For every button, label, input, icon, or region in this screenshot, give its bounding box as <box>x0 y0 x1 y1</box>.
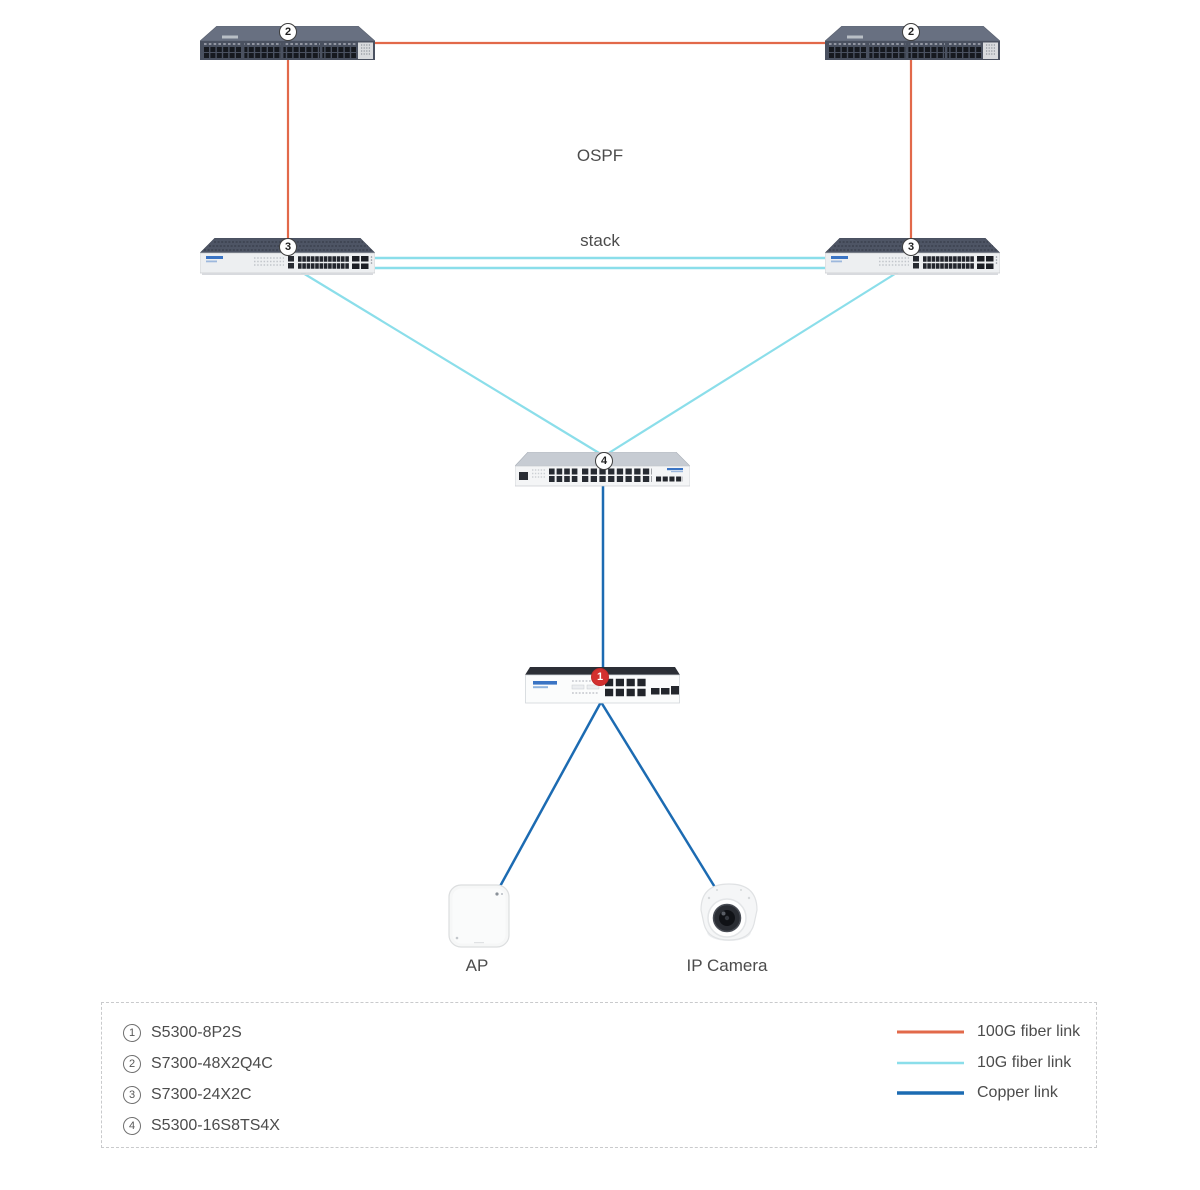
legend-link-list: 100G fiber link 10G fiber link Copper li… <box>897 1017 1080 1109</box>
device-badge-dist-left: 3 <box>279 238 297 256</box>
device-badge-dist-right: 3 <box>902 238 920 256</box>
legend-link-item-10g: 10G fiber link <box>897 1048 1080 1079</box>
access-point <box>448 884 510 953</box>
legend-device-item: 1 S5300-8P2S <box>123 1017 280 1048</box>
legend: 1 S5300-8P2S 2 S7300-48X2Q4C 3 S7300-24X… <box>101 1002 1097 1148</box>
link-copper-camera <box>599 701 718 890</box>
legend-device-number: 3 <box>123 1085 141 1104</box>
legend-device-item: 2 S7300-48X2Q4C <box>123 1048 280 1079</box>
legend-device-number: 1 <box>123 1023 141 1042</box>
chassis-shadow <box>827 273 998 275</box>
chassis-front <box>514 465 691 487</box>
device-badge-core-left: 2 <box>279 23 297 41</box>
chassis-front <box>525 674 680 704</box>
poe-switch-image <box>525 667 680 704</box>
camera-label: IP Camera <box>686 956 768 975</box>
stack-label: stack <box>580 231 620 250</box>
device-badge-poe: 1 <box>591 668 609 686</box>
legend-device-name: S7300-24X2C <box>151 1085 252 1103</box>
ospf-label: OSPF <box>576 146 624 165</box>
legend-device-name: S5300-8P2S <box>151 1023 242 1041</box>
legend-device-number: 4 <box>123 1116 141 1135</box>
chassis-front <box>199 252 376 274</box>
legend-device-list: 1 S5300-8P2S 2 S7300-48X2Q4C 3 S7300-24X… <box>123 1017 280 1141</box>
link-10g-left-diagonal <box>292 266 605 457</box>
legend-swatch-10g <box>897 1061 964 1064</box>
link-10g-right-diagonal <box>603 266 907 457</box>
ip-camera <box>694 878 764 957</box>
camera-lens <box>707 898 747 938</box>
legend-link-item-100g: 100G fiber link <box>897 1017 1080 1048</box>
chassis-front <box>824 252 1001 274</box>
legend-link-item-copper: Copper link <box>897 1078 1080 1109</box>
legend-device-number: 2 <box>123 1054 141 1073</box>
legend-link-label: Copper link <box>977 1084 1058 1102</box>
poe-switch <box>525 667 680 710</box>
chassis-front <box>825 41 1000 60</box>
ip-camera-image <box>700 883 758 941</box>
ap-led <box>495 892 499 896</box>
legend-device-name: S7300-48X2Q4C <box>151 1054 273 1072</box>
legend-device-item: 4 S5300-16S8TS4X <box>123 1110 280 1141</box>
chassis-front <box>200 41 375 60</box>
device-badge-core-right: 2 <box>902 23 920 41</box>
chassis-shadow <box>202 273 373 275</box>
legend-link-label: 10G fiber link <box>977 1053 1072 1071</box>
access-point-image <box>448 884 510 948</box>
legend-device-name: S5300-16S8TS4X <box>151 1116 280 1134</box>
device-badge-access: 4 <box>595 452 613 470</box>
link-copper-ap <box>496 701 603 891</box>
legend-swatch-copper <box>897 1091 964 1095</box>
legend-swatch-100g <box>897 1030 964 1034</box>
legend-device-item: 3 S7300-24X2C <box>123 1079 280 1110</box>
legend-link-label: 100G fiber link <box>977 1023 1081 1041</box>
ap-label: AP <box>465 956 489 975</box>
ap-face <box>452 888 506 944</box>
